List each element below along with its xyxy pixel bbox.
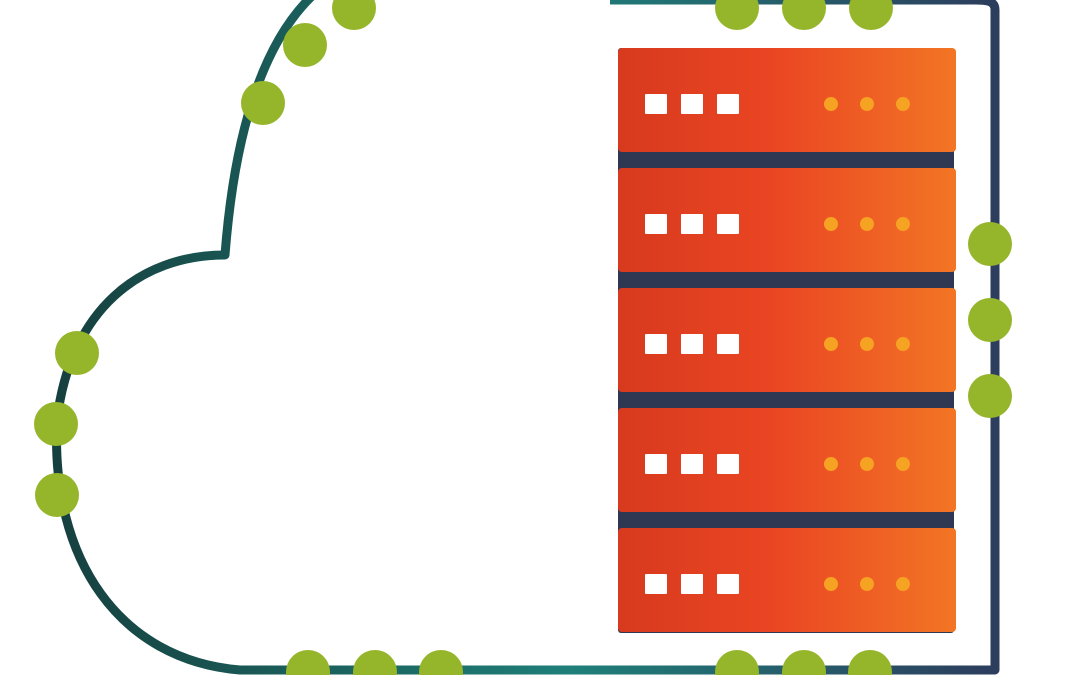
drive-bay-indicator — [717, 214, 739, 234]
server-unit-body — [618, 288, 956, 392]
green-dot-icon — [968, 222, 1012, 266]
status-led-icon — [896, 217, 910, 231]
green-dot-icon — [332, 0, 376, 30]
green-dot-icon — [968, 298, 1012, 342]
green-dot-icon — [782, 650, 826, 675]
status-led-icon — [824, 217, 838, 231]
green-dot-icon — [55, 331, 99, 375]
server-unit-body — [618, 48, 956, 152]
server-unit-2 — [618, 168, 956, 272]
server-unit-4 — [618, 408, 956, 512]
green-dot-icon — [849, 0, 893, 30]
status-led-icon — [824, 97, 838, 111]
server-unit-body — [618, 408, 956, 512]
status-led-icon — [824, 577, 838, 591]
drive-bay-indicator — [645, 214, 667, 234]
status-led-icon — [860, 577, 874, 591]
status-led-icon — [860, 457, 874, 471]
drive-bay-indicator — [717, 334, 739, 354]
green-dot-icon — [241, 81, 285, 125]
green-dot-icon — [35, 473, 79, 517]
drive-bay-indicator — [645, 334, 667, 354]
drive-bay-indicator — [681, 454, 703, 474]
green-dot-icon — [968, 374, 1012, 418]
drive-bay-indicator — [645, 574, 667, 594]
green-dot-icon — [715, 650, 759, 675]
green-dot-icon — [848, 650, 892, 675]
green-dot-icon — [715, 0, 759, 30]
drive-bay-indicator — [645, 454, 667, 474]
drive-bay-indicator — [681, 94, 703, 114]
drive-bay-indicator — [717, 574, 739, 594]
drive-bay-indicator — [717, 454, 739, 474]
status-led-icon — [824, 337, 838, 351]
cloud-outline-icon — [52, 0, 1000, 675]
server-unit-1 — [618, 48, 956, 152]
green-dot-icon — [353, 650, 397, 675]
green-dot-icon — [283, 23, 327, 67]
status-led-icon — [824, 457, 838, 471]
server-rack-icon — [618, 48, 956, 633]
status-led-icon — [896, 577, 910, 591]
server-unit-body — [618, 168, 956, 272]
green-dot-icon — [782, 0, 826, 30]
drive-bay-indicator — [681, 574, 703, 594]
green-dot-icon — [419, 650, 463, 675]
green-dot-icon — [34, 402, 78, 446]
drive-bay-indicator — [681, 334, 703, 354]
server-unit-body — [618, 528, 956, 632]
status-led-icon — [896, 97, 910, 111]
drive-bay-indicator — [681, 214, 703, 234]
status-led-icon — [896, 457, 910, 471]
green-dot-icon — [286, 650, 330, 675]
status-led-icon — [860, 97, 874, 111]
status-led-icon — [860, 337, 874, 351]
server-unit-5 — [618, 528, 956, 632]
drive-bay-indicator — [645, 94, 667, 114]
status-led-icon — [860, 217, 874, 231]
server-unit-3 — [618, 288, 956, 392]
drive-bay-indicator — [717, 94, 739, 114]
connector-dots — [34, 0, 1012, 675]
status-led-icon — [896, 337, 910, 351]
